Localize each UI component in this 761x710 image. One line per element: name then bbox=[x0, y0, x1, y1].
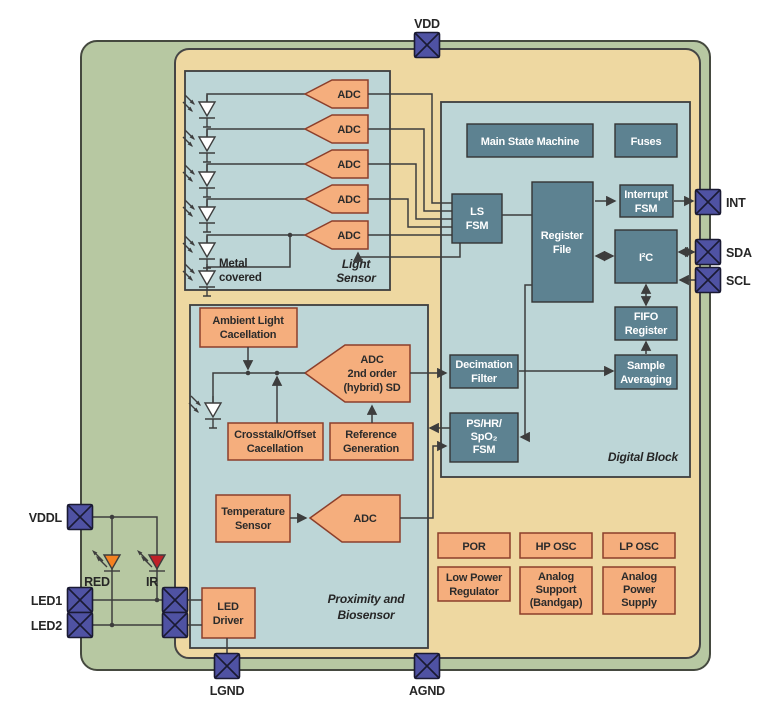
pin-led2-chip bbox=[161, 611, 189, 639]
pin-agnd bbox=[413, 652, 441, 680]
adc1-label: ADC bbox=[337, 89, 360, 101]
analog-support-box bbox=[519, 566, 593, 615]
digital-block-label: Digital Block bbox=[608, 450, 680, 464]
lp-osc-box bbox=[602, 532, 676, 559]
led2-pin-label: LED2 bbox=[31, 619, 62, 633]
crosstalk-offset-cancellation-box bbox=[227, 422, 324, 461]
por-label: POR bbox=[462, 541, 485, 553]
reference-generation-box bbox=[329, 422, 414, 461]
pin-int bbox=[694, 188, 722, 216]
pin-sda bbox=[694, 238, 722, 266]
hp-osc-box bbox=[519, 532, 593, 559]
register-file-box bbox=[531, 181, 594, 303]
low-power-regulator-box bbox=[437, 566, 511, 602]
ir-led-label: IR bbox=[146, 575, 158, 589]
digital-wires bbox=[428, 195, 696, 443]
ps-hr-spo2-fsm-box bbox=[449, 412, 519, 463]
led1-pin-label: LED1 bbox=[31, 594, 62, 608]
pin-vdd bbox=[413, 31, 441, 59]
pin-lgnd bbox=[213, 652, 241, 680]
main-state-machine-box bbox=[466, 123, 594, 158]
interrupt-fsm-box bbox=[619, 184, 674, 218]
vddl-pin-label: VDDL bbox=[29, 511, 63, 525]
i2c-box bbox=[614, 229, 678, 284]
analog-power-supply-box bbox=[602, 566, 676, 615]
scl-pin-label: SCL bbox=[726, 274, 751, 288]
agnd-pin-label: AGND bbox=[409, 684, 445, 698]
led-network-wires bbox=[92, 514, 163, 628]
hp-osc-label: HP OSC bbox=[536, 541, 577, 553]
fuses-box bbox=[614, 123, 678, 158]
ambient-light-cancellation-box bbox=[199, 307, 298, 348]
int-pin-label: INT bbox=[726, 196, 746, 210]
decimation-filter-box bbox=[449, 354, 519, 389]
main-state-machine-label: Main State Machine bbox=[481, 136, 580, 148]
por-box bbox=[437, 532, 511, 559]
pin-led1 bbox=[66, 586, 94, 614]
temperature-sensor-box bbox=[215, 494, 291, 543]
sample-averaging-box bbox=[614, 354, 678, 390]
ls-fsm-box bbox=[451, 193, 503, 244]
adc2-label: ADC bbox=[337, 124, 360, 136]
sda-pin-label: SDA bbox=[726, 246, 752, 260]
lgnd-pin-label: LGND bbox=[210, 684, 245, 698]
temp-adc-label: ADC bbox=[353, 513, 376, 525]
pin-led1-chip bbox=[161, 586, 189, 614]
i2c-label: I²C bbox=[639, 252, 653, 264]
led-driver-box bbox=[201, 587, 256, 639]
adc4-label: ADC bbox=[337, 194, 360, 206]
fuses-label: Fuses bbox=[631, 136, 662, 148]
adc5-label: ADC bbox=[337, 230, 360, 242]
proximity-wires bbox=[187, 347, 448, 654]
pin-led2 bbox=[66, 611, 94, 639]
lp-osc-label: LP OSC bbox=[619, 541, 659, 553]
adc3-label: ADC bbox=[337, 159, 360, 171]
pin-vddl bbox=[66, 503, 94, 531]
vdd-pin-label: VDD bbox=[414, 17, 440, 31]
adc-to-lsfsm-wires bbox=[352, 93, 461, 262]
fifo-register-box bbox=[614, 306, 678, 341]
red-led-label: RED bbox=[84, 575, 110, 589]
pin-scl bbox=[694, 266, 722, 294]
